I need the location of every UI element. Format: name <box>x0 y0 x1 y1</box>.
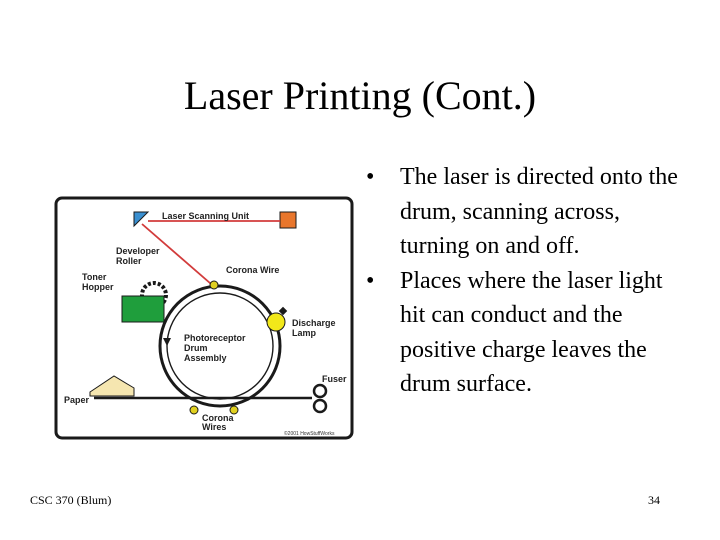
discharge-lamp <box>266 312 286 332</box>
photoreceptor-drum <box>158 284 282 408</box>
label-photoreceptor-line3: Assembly <box>184 353 227 363</box>
bullet-glyph: • <box>366 164 375 190</box>
bullet-item: • The laser is directed onto the drum, s… <box>366 160 686 264</box>
label-developer-line2: Roller <box>116 256 142 266</box>
label-photoreceptor-line2: Drum <box>184 343 208 353</box>
label-discharge-line2: Lamp <box>292 328 317 338</box>
label-toner-line1: Toner <box>82 272 107 282</box>
corona-wire-bottom-left <box>189 405 199 415</box>
label-corona-wire: Corona Wire <box>226 265 279 275</box>
bullet-item: • Places where the laser light hit can c… <box>366 264 686 402</box>
lamp-base <box>278 306 288 316</box>
paper-tray <box>89 375 135 397</box>
corona-wire-bottom-right <box>229 405 239 415</box>
label-corona-wires-line2: Wires <box>202 422 226 432</box>
label-paper: Paper <box>64 395 90 405</box>
bullet-text: The laser is directed onto the drum, sca… <box>400 164 678 259</box>
label-corona-wires-line1: Corona <box>202 413 234 423</box>
corona-wire <box>209 280 219 290</box>
label-photoreceptor-line1: Photoreceptor <box>184 333 246 343</box>
page-number: 34 <box>648 493 660 507</box>
laser-unit-box <box>279 211 297 229</box>
laser-printer-diagram: Laser Scanning Unit Developer Roller Ton… <box>54 196 354 440</box>
mirror-icon <box>133 211 150 228</box>
bullet-text: Places where the laser light hit can con… <box>400 267 663 398</box>
label-discharge-line1: Discharge <box>292 318 336 328</box>
bullet-list: • The laser is directed onto the drum, s… <box>366 160 686 402</box>
fuser-roller-bottom <box>312 398 328 414</box>
label-laser-unit: Laser Scanning Unit <box>162 211 249 221</box>
toner-hopper <box>121 295 165 323</box>
label-fuser: Fuser <box>322 374 347 384</box>
label-copyright: ©2001 HowStuffWorks <box>284 430 335 437</box>
bullet-glyph: • <box>366 267 375 294</box>
label-developer-line1: Developer <box>116 246 160 256</box>
footer-course: CSC 370 (Blum) <box>30 493 112 507</box>
fuser-roller-top <box>312 383 328 399</box>
laser-beam-down <box>141 223 219 291</box>
label-toner-line2: Hopper <box>82 282 114 292</box>
arrow-head-icon <box>163 338 171 346</box>
slide-title: Laser Printing (Cont.) <box>183 73 537 118</box>
